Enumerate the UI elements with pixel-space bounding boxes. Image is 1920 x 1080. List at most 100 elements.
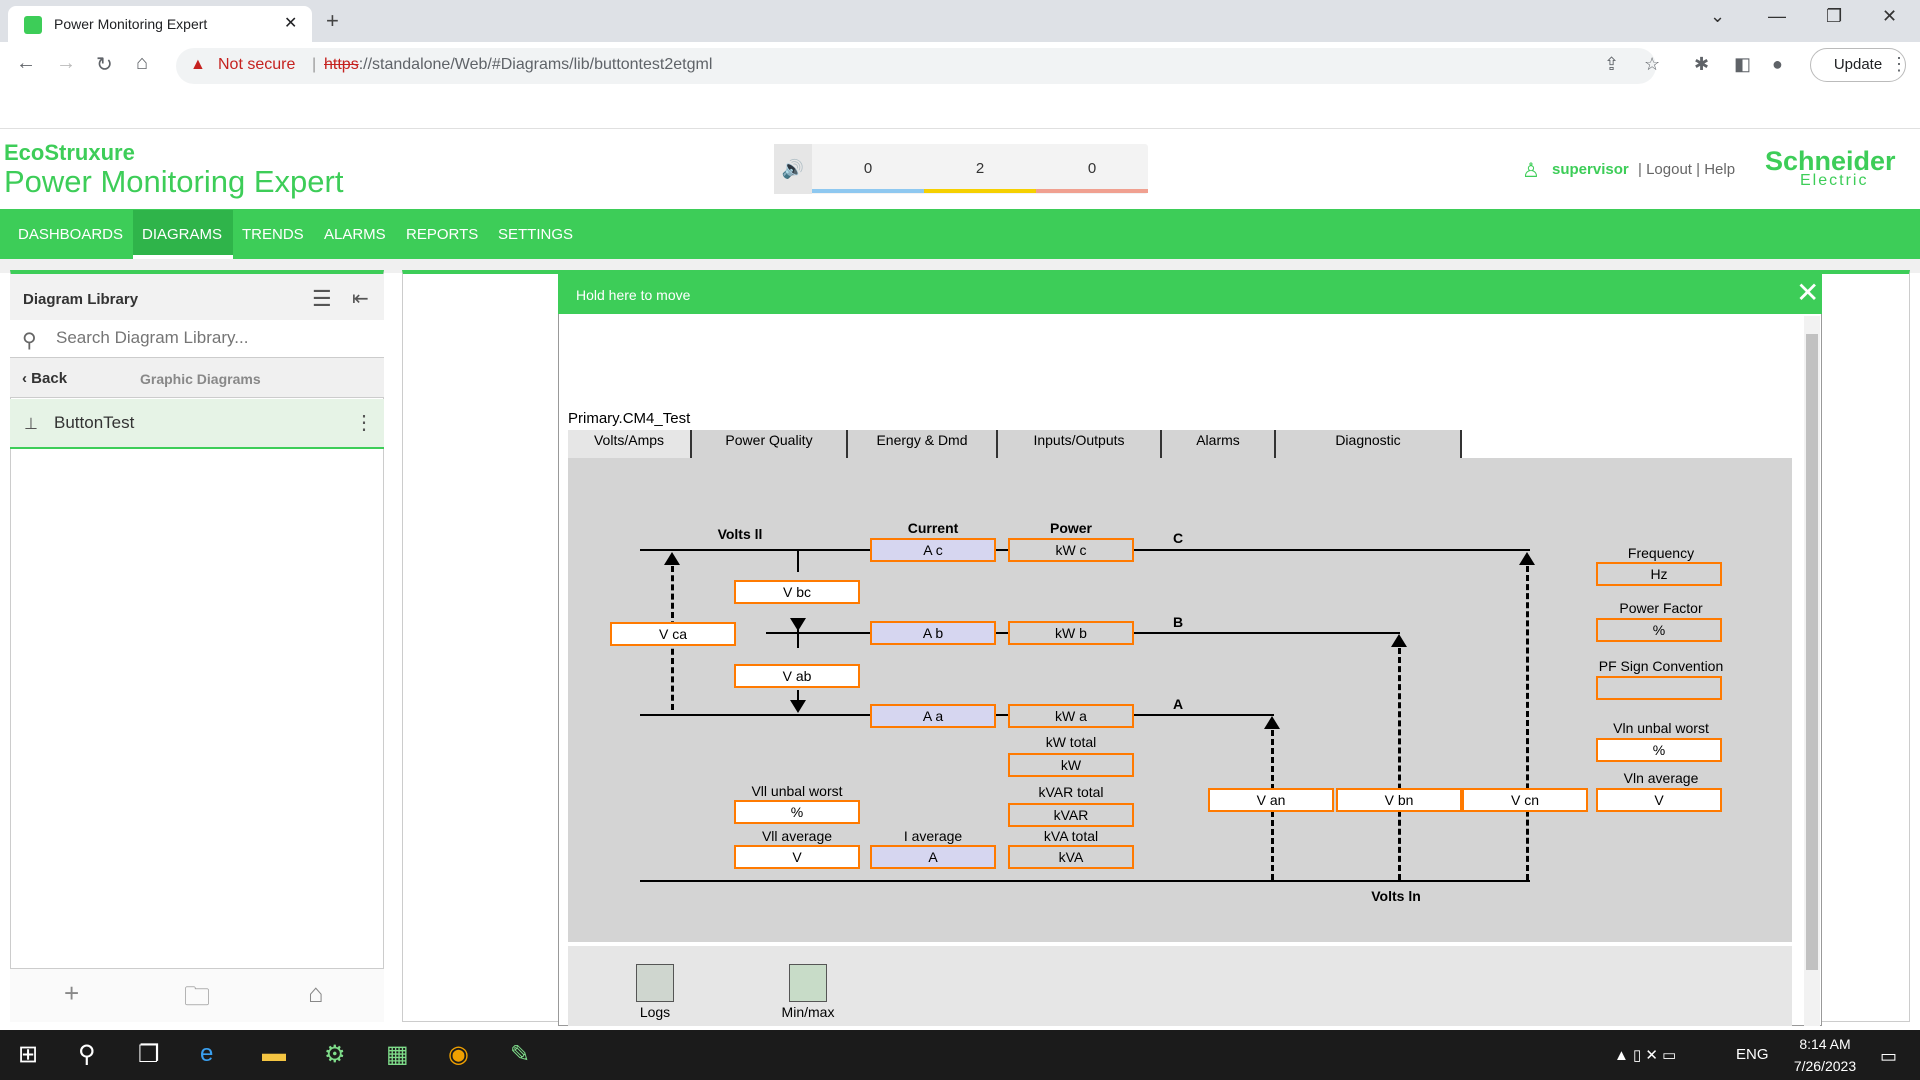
bookmark-star-icon[interactable]: ☆ (1644, 54, 1661, 74)
file-explorer-icon[interactable]: ▬ (262, 1040, 286, 1067)
speaker-icon[interactable]: 🔊 (774, 144, 812, 194)
ie-icon[interactable]: e (200, 1040, 214, 1067)
alarm-count-low[interactable]: 0 (863, 160, 873, 177)
alarm-count-high[interactable]: 0 (1087, 160, 1097, 177)
back-arrow-icon[interactable]: ← (16, 52, 36, 74)
task-view-icon[interactable]: ❐ (138, 1041, 160, 1068)
url-text[interactable]: https://standalone/Web/#Diagrams/lib/but… (324, 56, 712, 74)
kw-total-value[interactable]: kW (1008, 753, 1134, 777)
share-icon[interactable]: ⇪ (1604, 54, 1620, 74)
current-a-value[interactable]: A a (870, 704, 996, 728)
minmax-label[interactable]: Min/max (781, 1004, 835, 1020)
vll-avg-value[interactable]: V (734, 845, 860, 869)
windows-start-icon[interactable]: ⊞ (18, 1041, 39, 1068)
vln-unbal-value[interactable]: % (1596, 738, 1722, 762)
library-item-label[interactable]: ButtonTest (54, 413, 135, 432)
notification-icon[interactable]: ▭ (1880, 1046, 1898, 1066)
username-link[interactable]: supervisor (1552, 161, 1629, 178)
nav-settings[interactable]: SETTINGS (498, 226, 574, 243)
add-folder-icon[interactable]: 🗀 (184, 981, 211, 1011)
i-avg-value[interactable]: A (870, 845, 996, 869)
pf-sign-value[interactable] (1596, 676, 1722, 700)
power-c-value[interactable]: kW c (1008, 538, 1134, 562)
more-menu-icon[interactable]: ⋮ (1890, 54, 1908, 74)
power-label: Power (1049, 520, 1092, 536)
home-folder-icon[interactable]: ⌂ (308, 978, 324, 1008)
product-name: Power Monitoring Expert (4, 164, 344, 199)
window-close-icon[interactable]: ✕ (1882, 6, 1898, 26)
tab-inputs-outputs[interactable]: Inputs/Outputs (998, 430, 1162, 458)
frequency-value[interactable]: Hz (1596, 562, 1722, 586)
restore-icon[interactable]: ❐ (1826, 6, 1843, 26)
tray-icons[interactable]: ▲ ▯ ✕ ▭ (1614, 1047, 1677, 1064)
network-diagram-icon[interactable]: ▦ (386, 1041, 409, 1068)
alarm-count-medium[interactable]: 2 (975, 160, 985, 177)
language-indicator[interactable]: ENG (1736, 1046, 1769, 1063)
nav-reports[interactable]: REPORTS (406, 226, 479, 243)
help-link[interactable]: Help (1704, 161, 1736, 178)
forward-arrow-icon[interactable]: → (56, 52, 76, 74)
logout-link[interactable]: Logout (1646, 161, 1692, 178)
collapse-panel-icon[interactable]: ⇤ (352, 288, 369, 310)
power-factor-value[interactable]: % (1596, 618, 1722, 642)
tab-energy-dmd[interactable]: Energy & Dmd (848, 430, 998, 458)
library-search-input[interactable] (56, 328, 366, 348)
vll-unbal-value[interactable]: % (734, 800, 860, 824)
minimize-icon[interactable]: — (1768, 6, 1786, 26)
power-a-value[interactable]: kW a (1008, 704, 1134, 728)
power-b-value[interactable]: kW b (1008, 621, 1134, 645)
profile-icon[interactable]: ● (1772, 54, 1783, 74)
v-ca-value[interactable]: V ca (610, 622, 736, 646)
nav-alarms[interactable]: ALARMS (324, 226, 386, 243)
va-connector (797, 690, 799, 704)
vbc-connector (797, 550, 799, 572)
nav-dashboards[interactable]: DASHBOARDS (18, 226, 124, 243)
search-icon[interactable]: ⚲ (78, 1041, 96, 1068)
nav-diagrams[interactable]: DIAGRAMS (142, 226, 223, 243)
logs-icon[interactable] (636, 964, 674, 1002)
logs-label[interactable]: Logs (639, 1004, 671, 1020)
add-diagram-icon[interactable]: + (64, 978, 80, 1008)
tab-volts-amps[interactable]: Volts/Amps (568, 430, 692, 458)
current-c-value[interactable]: A c (870, 538, 996, 562)
side-panel-icon[interactable]: ◧ (1734, 54, 1752, 74)
update-button[interactable]: Update (1810, 48, 1906, 82)
extensions-icon[interactable]: ✱ (1694, 54, 1710, 74)
reload-icon[interactable]: ↻ (96, 54, 113, 76)
designer-icon[interactable]: ✎ (510, 1041, 531, 1068)
dialog-scroll-thumb[interactable] (1806, 334, 1818, 970)
v-bn-value[interactable]: V bn (1336, 788, 1462, 812)
v-bc-value[interactable]: V bc (734, 580, 860, 604)
home-icon[interactable]: ⌂ (136, 52, 149, 74)
address-bar[interactable] (176, 48, 1656, 84)
browser-tab[interactable]: Power Monitoring Expert ✕ (8, 6, 312, 42)
clock-time[interactable]: 8:14 AM (1799, 1036, 1851, 1052)
v-cn-value[interactable]: V cn (1462, 788, 1588, 812)
chrome-icon[interactable]: ◉ (448, 1041, 469, 1068)
tab-close-icon[interactable]: ✕ (284, 15, 298, 32)
vln-avg-value[interactable]: V (1596, 788, 1722, 812)
hamburger-menu-icon[interactable]: ☰ (312, 286, 332, 311)
clock-date[interactable]: 7/26/2023 (1793, 1058, 1857, 1074)
browser-tab-strip (0, 0, 1920, 42)
dialog-close-icon[interactable]: ✕ (1796, 277, 1820, 308)
new-tab-icon[interactable]: + (326, 8, 339, 33)
tab-diagnostic[interactable]: Diagnostic (1276, 430, 1462, 458)
back-button[interactable]: ‹ Back (22, 370, 67, 387)
not-secure-label[interactable]: Not secure (218, 56, 296, 73)
minmax-icon[interactable] (789, 964, 827, 1002)
nav-trends[interactable]: TRENDS (242, 226, 304, 243)
v-an-value[interactable]: V an (1208, 788, 1334, 812)
tab-search-chevron-icon[interactable]: ⌄ (1710, 6, 1726, 26)
v-ab-value[interactable]: V ab (734, 664, 860, 688)
current-b-value[interactable]: A b (870, 621, 996, 645)
tab-alarms[interactable]: Alarms (1162, 430, 1276, 458)
kvar-total-value[interactable]: kVAR (1008, 803, 1134, 827)
settings-gear-icon[interactable]: ⚙ (324, 1041, 346, 1068)
library-item-buttontest[interactable] (10, 399, 384, 449)
alarm-summary[interactable] (774, 144, 1148, 194)
dialog-drag-handle[interactable] (558, 274, 1822, 314)
kva-total-value[interactable]: kVA (1008, 845, 1134, 869)
item-more-icon[interactable]: ⋮ (354, 412, 374, 434)
tab-power-quality[interactable]: Power Quality (692, 430, 848, 458)
